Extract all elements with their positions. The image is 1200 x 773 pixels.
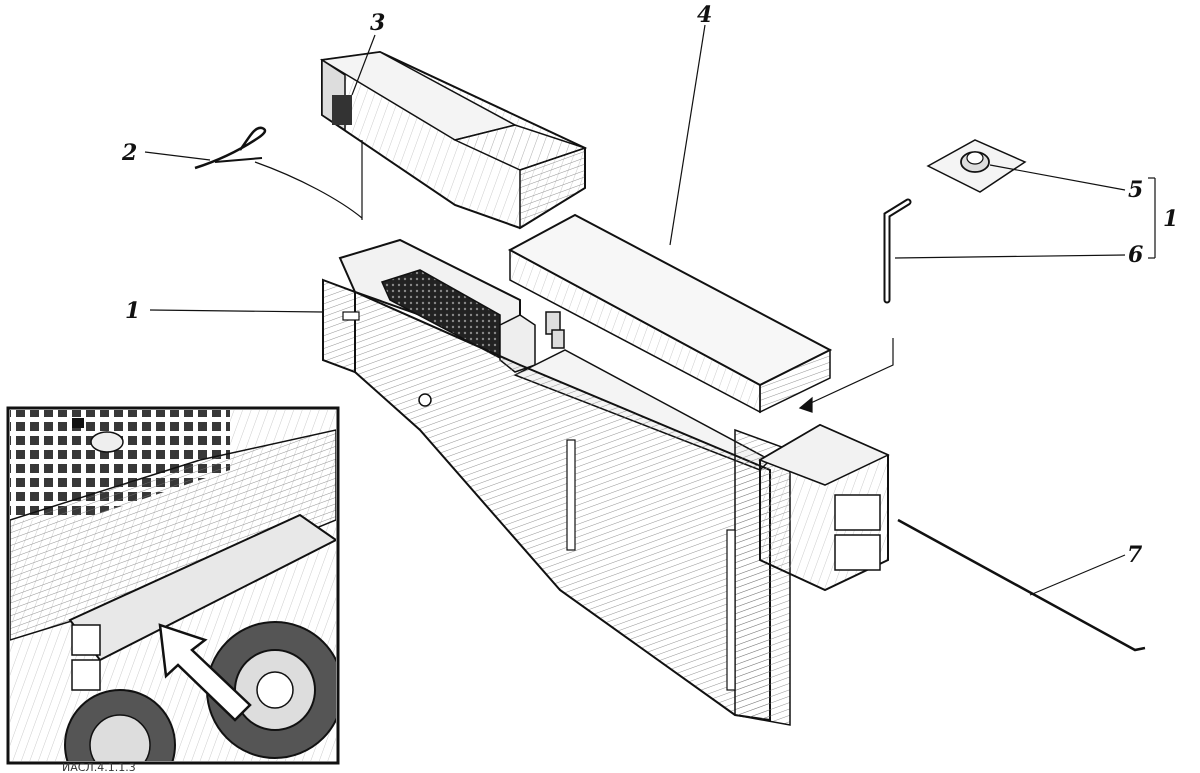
callout-5: 5	[1128, 177, 1143, 203]
part-1-housing	[322, 238, 890, 726]
callout-group-1: 1	[1163, 206, 1178, 232]
part-4-lid	[507, 213, 833, 414]
part-2-pin	[194, 126, 363, 220]
part-3-cover	[319, 50, 588, 230]
part-5-grommet	[926, 139, 1027, 193]
figure-caption: ИАСЛ.4.1.1.3	[62, 761, 136, 773]
callout-2: 2	[121, 140, 137, 166]
callout-4: 4	[697, 2, 712, 28]
part-6-rod	[883, 198, 912, 304]
inset-location-view	[6, 406, 340, 765]
callout-7: 7	[1127, 542, 1143, 568]
callout-6: 6	[1128, 242, 1143, 268]
callout-3: 3	[370, 10, 385, 36]
callout-1: 1	[125, 298, 140, 324]
part-7-long-rod	[897, 518, 1146, 652]
leader-lines	[144, 24, 1156, 596]
